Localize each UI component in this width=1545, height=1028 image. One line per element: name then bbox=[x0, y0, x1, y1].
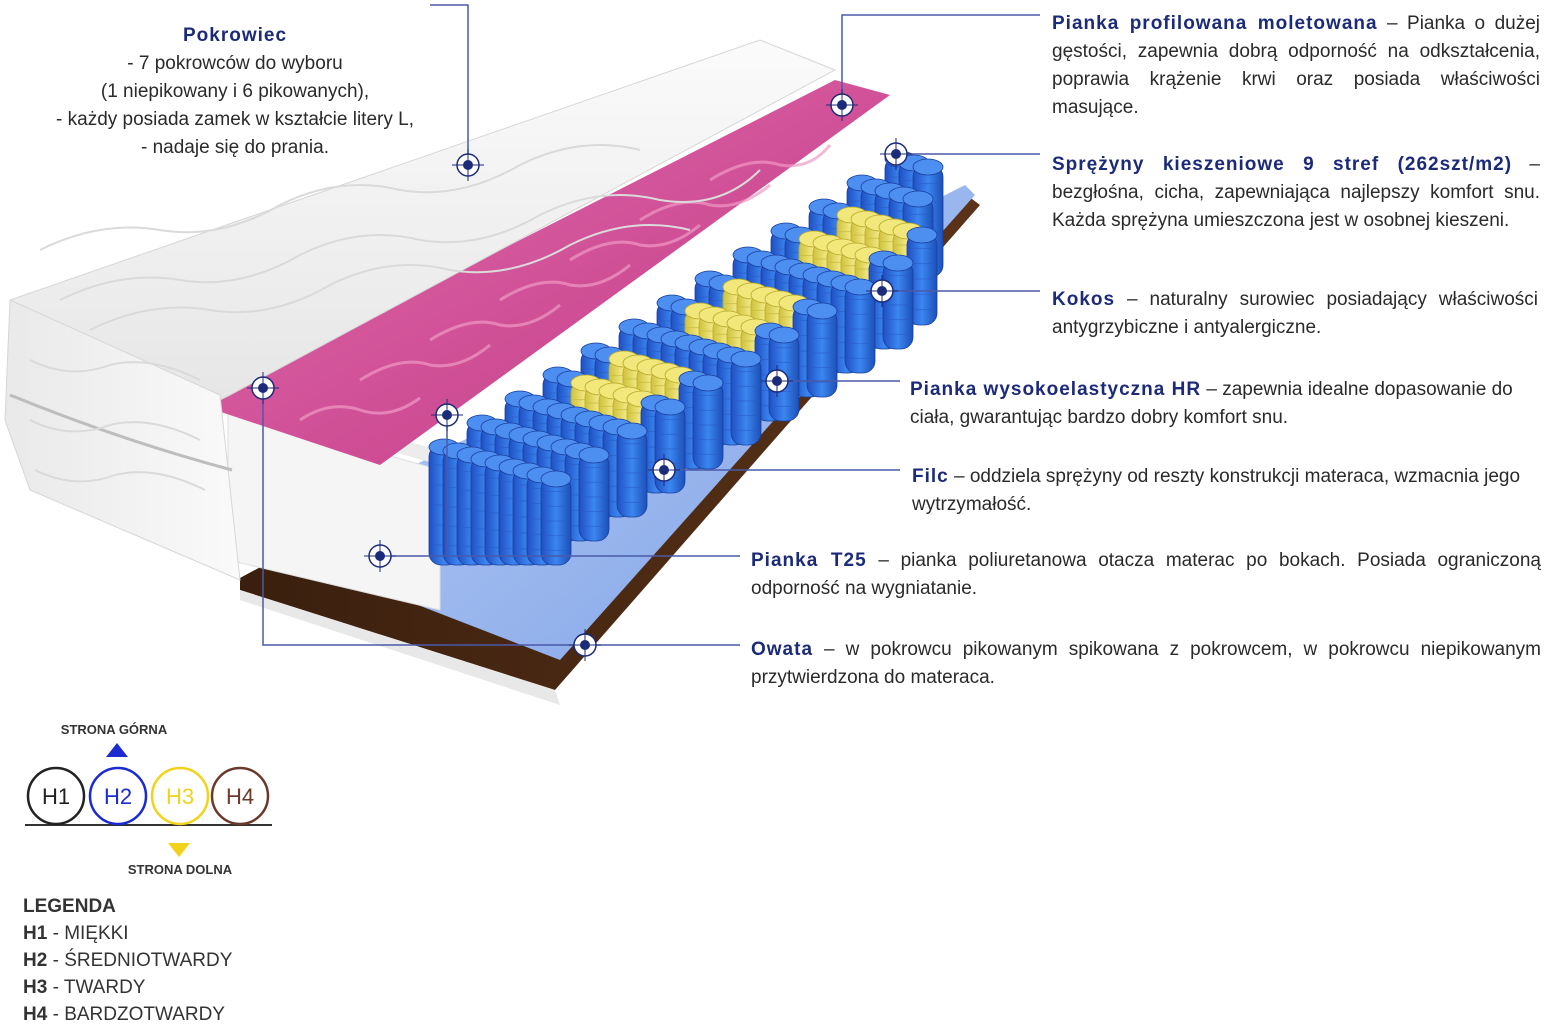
spring bbox=[616, 422, 648, 518]
callout-pokrowiec: Pokrowiec - 7 pokrowców do wyboru (1 nie… bbox=[40, 22, 430, 162]
legend-code: H3 bbox=[23, 977, 48, 998]
pokrowiec-line-2: (1 niepikowany i 6 pikowanych), bbox=[100, 81, 370, 102]
callout-markers bbox=[247, 89, 912, 661]
owata-marker bbox=[569, 629, 601, 661]
hardness-label: H2 bbox=[104, 784, 132, 809]
callout-owata: Owata – w pokrowcu pikowanym spikowana z… bbox=[751, 636, 1541, 692]
cover-wave-pattern bbox=[39, 144, 761, 331]
kokos-title: Kokos bbox=[1052, 289, 1116, 310]
sprezyny-text: – bezgłośna, cicha, zapewniająca najleps… bbox=[1052, 154, 1540, 231]
hardness-circles: H1 H2 H3 H4 bbox=[26, 766, 270, 826]
profil-text: – Pianka o dużej gęstości, zapewnia dobr… bbox=[1052, 13, 1540, 118]
legend-item: H2 - ŚREDNIOTWARDY bbox=[23, 947, 232, 974]
bottom-cover-edge bbox=[240, 590, 560, 705]
bottom-side-marker bbox=[168, 843, 190, 857]
cover-side-wave bbox=[29, 359, 206, 491]
bottom-side-label: STRONA DOLNA bbox=[128, 862, 233, 877]
pokrowiec-line-3: - każdy posiada zamek w kształcie litery… bbox=[56, 109, 414, 130]
mattress-illustration bbox=[4, 39, 980, 705]
top-side-marker bbox=[106, 743, 128, 757]
hardness-label: H4 bbox=[226, 784, 254, 809]
pokrowiec-marker bbox=[452, 149, 484, 181]
cover-seam bbox=[9, 393, 233, 472]
legend-item: H1 - MIĘKKI bbox=[23, 920, 232, 947]
callout-sprezyny: Sprężyny kieszeniowe 9 stref (262szt/m2)… bbox=[1052, 151, 1540, 235]
spring bbox=[730, 350, 762, 446]
top-side-label: STRONA GÓRNA bbox=[61, 722, 168, 737]
spring bbox=[906, 226, 938, 326]
legend-sep: - bbox=[47, 977, 64, 998]
legend-name: BARDZOTWARDY bbox=[64, 1004, 225, 1025]
legend-title: LEGENDA bbox=[23, 896, 116, 917]
callout-t25: Pianka T25 – pianka poliuretanowa otacza… bbox=[751, 547, 1541, 603]
hr-title: Pianka wysokoelastyczna HR bbox=[910, 379, 1202, 400]
hardness-circle-h1: H1 bbox=[26, 766, 86, 826]
pokrowiec-line-4: - nadaje się do prania. bbox=[140, 137, 329, 158]
callout-filc: Filc – oddziela sprężyny od reszty konst… bbox=[912, 463, 1542, 519]
callout-kokos: Kokos – naturalny surowiec posiadający w… bbox=[1052, 286, 1538, 342]
kokos-marker bbox=[866, 275, 898, 307]
callout-hr: Pianka wysokoelastyczna HR – zapewnia id… bbox=[910, 376, 1542, 432]
legend-sep: - bbox=[47, 1004, 65, 1025]
legend-code: H4 bbox=[23, 1004, 48, 1025]
hardness-circle-h2: H2 bbox=[88, 766, 148, 826]
legend-name: ŚREDNIOTWARDY bbox=[64, 950, 233, 971]
spring bbox=[540, 470, 572, 566]
legend-name: MIĘKKI bbox=[64, 923, 129, 944]
hardness-circle-h4: H4 bbox=[210, 766, 270, 826]
profil-marker bbox=[826, 89, 858, 121]
spring bbox=[882, 254, 914, 350]
sprezyny-marker bbox=[880, 138, 912, 170]
legend-code: H1 bbox=[23, 923, 48, 944]
legend-sep: - bbox=[47, 923, 65, 944]
t25-marker bbox=[364, 540, 396, 572]
spring bbox=[806, 302, 838, 398]
hardness-circle-h3: H3 bbox=[150, 766, 210, 826]
filc-marker bbox=[648, 454, 680, 486]
legend: LEGENDA H1 - MIĘKKI H2 - ŚREDNIOTWARDY H… bbox=[23, 893, 232, 1028]
hardness-label: H3 bbox=[166, 784, 194, 809]
profil-line bbox=[841, 14, 1040, 105]
owata-top-marker bbox=[247, 372, 279, 404]
pokrowiec-title: Pokrowiec bbox=[182, 25, 288, 46]
spring bbox=[578, 446, 610, 542]
hr-text: – zapewnia idealne dopasowanie do ciała,… bbox=[910, 379, 1513, 428]
callout-lines bbox=[262, 4, 1040, 646]
hardness-label: H1 bbox=[42, 784, 70, 809]
pink-foam-texture bbox=[299, 144, 832, 422]
legend-code: H2 bbox=[23, 950, 48, 971]
legend-item: H3 - TWARDY bbox=[23, 974, 232, 1001]
hr-marker bbox=[761, 365, 793, 397]
t25-title: Pianka T25 bbox=[751, 550, 867, 571]
profil-title: Pianka profilowana moletowana bbox=[1052, 13, 1378, 34]
pocket-springs bbox=[428, 150, 944, 566]
legend-item: H4 - BARDZOTWARDY bbox=[23, 1001, 232, 1028]
owata-title: Owata bbox=[751, 639, 814, 660]
t25-text: – pianka poliuretanowa otacza materac po… bbox=[751, 550, 1542, 599]
hardness-indicator: STRONA GÓRNA H1 H2 H3 H4 STRONA DOLNA bbox=[25, 722, 272, 877]
filc-text: – oddziela sprężyny od reszty konstrukcj… bbox=[912, 466, 1521, 515]
callout-profil: Pianka profilowana moletowana – Pianka o… bbox=[1052, 10, 1540, 122]
spring bbox=[692, 374, 724, 470]
kokos-text: – naturalny surowiec posiadający właściw… bbox=[1052, 289, 1538, 338]
spring-front-marker bbox=[431, 399, 463, 431]
legend-name: TWARDY bbox=[63, 977, 146, 998]
owata-text: – w pokrowcu pikowanym spikowana z pokro… bbox=[751, 639, 1541, 688]
sprezyny-title: Sprężyny kieszeniowe 9 stref (262szt/m2) bbox=[1052, 154, 1513, 175]
pokrowiec-line-1: - 7 pokrowców do wyboru bbox=[127, 53, 343, 74]
pokrowiec-line bbox=[430, 4, 469, 165]
legend-sep: - bbox=[47, 950, 65, 971]
filc-title: Filc bbox=[912, 466, 949, 487]
